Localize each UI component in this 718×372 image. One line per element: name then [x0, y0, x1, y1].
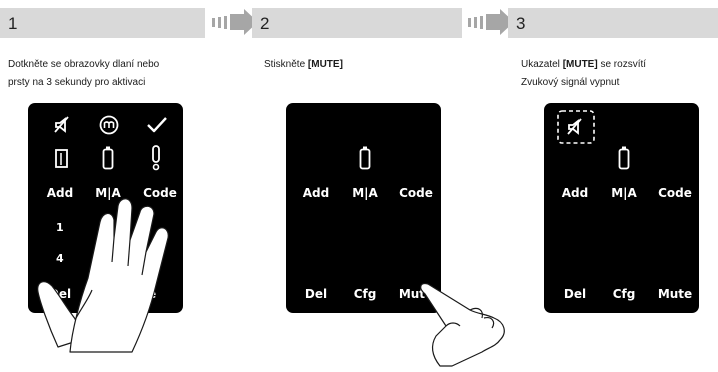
key-ma[interactable]: M|A — [611, 186, 637, 200]
step-2-number: 2 — [260, 14, 270, 33]
exclamation-icon — [152, 145, 160, 171]
step-3-caption-mute: [MUTE] — [562, 59, 598, 70]
step-2-bar: 2 — [252, 8, 462, 38]
keypad-panel-2[interactable] — [286, 103, 441, 313]
key-add[interactable]: Add — [46, 186, 74, 200]
m-circle-icon — [99, 115, 119, 135]
check-icon — [147, 117, 167, 133]
step-2-caption-mute: [MUTE] — [307, 59, 343, 70]
battery-icon — [618, 146, 630, 170]
key-del[interactable]: Del — [304, 287, 328, 301]
key-4[interactable]: 4 — [56, 252, 64, 265]
key-mute[interactable]: Mute — [657, 287, 693, 301]
step-3-caption-line-1: Ukazatel [MUTE] se rozsvítí — [521, 56, 646, 74]
key-code[interactable]: Code — [143, 186, 177, 200]
mute-icon — [54, 116, 69, 133]
step-3-caption-prefix: Ukazatel — [521, 59, 563, 70]
key-ma[interactable]: M|A — [352, 186, 378, 200]
key-del[interactable]: Del — [563, 287, 587, 301]
step-2-caption: Stiskněte [MUTE] — [264, 56, 343, 74]
step-1-number: 1 — [8, 14, 18, 33]
step-1-bar: 1 — [0, 8, 205, 38]
step-3-number: 3 — [516, 14, 526, 33]
key-ma[interactable]: M|A — [95, 186, 121, 200]
arrow-right-icon — [212, 9, 258, 35]
battery-icon — [102, 146, 114, 170]
key-cfg[interactable]: Cfg — [353, 287, 377, 301]
key-1[interactable]: 1 — [56, 221, 64, 234]
key-add[interactable]: Add — [302, 186, 330, 200]
arrow-right-icon — [468, 9, 514, 35]
door-icon — [55, 149, 68, 168]
keypad-panel-3[interactable] — [544, 103, 699, 313]
step-1-caption-line-1: Dotkněte se obrazovky dlaní nebo — [8, 59, 160, 70]
step-3-bar: 3 — [508, 8, 718, 38]
key-code[interactable]: Code — [658, 186, 692, 200]
key-code[interactable]: Code — [399, 186, 433, 200]
step-3-caption-line-2: Zvukový signál vypnut — [521, 77, 620, 88]
mute-indicator-icon — [557, 110, 595, 144]
key-cfg[interactable]: Cfg — [612, 287, 636, 301]
step-1-caption: Dotkněte se obrazovky dlaní nebo prsty n… — [8, 56, 159, 92]
step-3-caption-suffix: se rozsvítí — [597, 59, 647, 70]
battery-icon — [359, 146, 371, 170]
step-2-caption-text: Stiskněte — [264, 59, 308, 70]
step-3-caption: Ukazatel [MUTE] se rozsvítí Zvukový sign… — [521, 56, 646, 92]
key-add[interactable]: Add — [561, 186, 589, 200]
step-1-caption-line-2: prsty na 3 sekundy pro aktivaci — [8, 77, 146, 88]
